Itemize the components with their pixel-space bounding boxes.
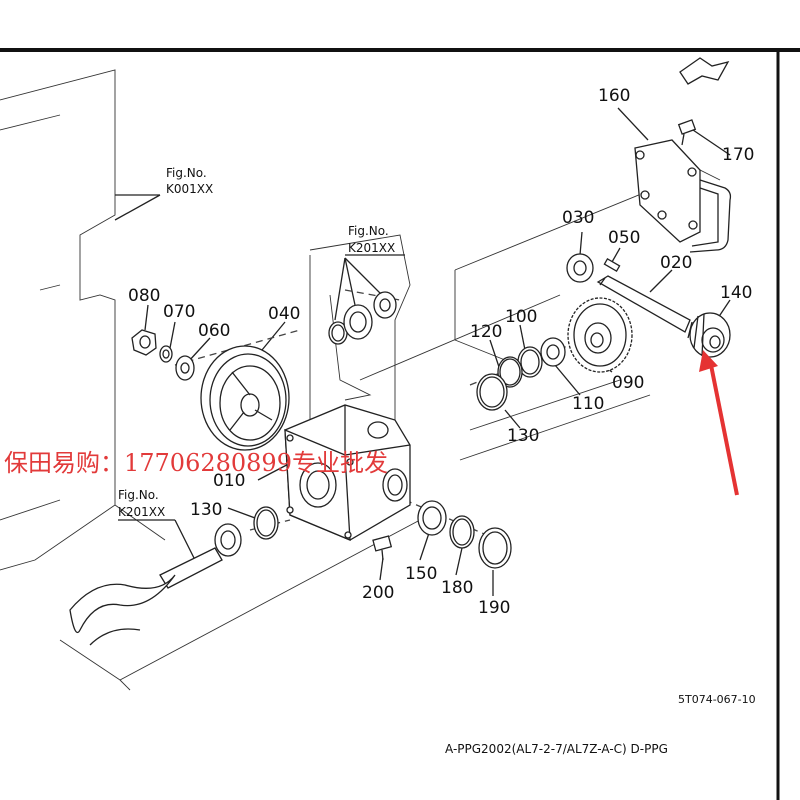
fig-ref-k201-left-line2: K201XX: [118, 505, 165, 519]
label-130-left: 130: [190, 500, 222, 520]
bearing-110: [540, 337, 566, 367]
ring-100: [517, 346, 543, 378]
fig-ref-k201-top-line2: K201XX: [348, 241, 395, 255]
label-030: 030: [562, 208, 594, 228]
bevel-gear-140: [687, 312, 731, 358]
label-200: 200: [362, 583, 394, 603]
fig-ref-k001-line2: K001XX: [166, 182, 213, 196]
bearing-k201-left: [214, 523, 242, 557]
bolt-200: [372, 535, 393, 561]
label-090: 090: [612, 373, 644, 393]
label-190: 190: [478, 598, 510, 618]
annotation-arrow-icon: [699, 350, 739, 496]
oil-seal-150: [417, 500, 447, 536]
fig-ref-k201-left-line1: Fig.No.: [118, 488, 159, 502]
leader-lines: [114, 107, 731, 596]
bolt-170: [677, 119, 697, 146]
cover-plate-160: [634, 139, 732, 253]
bearing-set-k201-top: [328, 291, 397, 345]
gear-090: [567, 297, 633, 373]
snap-ring-180: [449, 515, 475, 549]
watermark-text: 保田易购：17706280899专业批发: [4, 449, 388, 477]
label-020: 020: [660, 253, 692, 273]
label-160: 160: [598, 86, 630, 106]
direction-arrow-icon: [679, 57, 730, 85]
washer-060: [175, 355, 195, 381]
label-040: 040: [268, 304, 300, 324]
key-050: [603, 258, 621, 272]
auger-shaft: [69, 547, 223, 646]
label-180: 180: [441, 578, 473, 598]
snap-ring-130-left: [253, 506, 279, 540]
ring-120: [497, 356, 523, 388]
label-060: 060: [198, 321, 230, 341]
washer-070: [159, 345, 173, 363]
gearbox-housing-010: [284, 404, 411, 541]
label-170: 170: [722, 145, 754, 165]
fig-ref-k201-top-line1: Fig.No.: [348, 224, 389, 238]
label-100: 100: [505, 307, 537, 327]
label-080: 080: [128, 286, 160, 306]
label-070: 070: [163, 302, 195, 322]
snap-ring-130-top: [476, 373, 508, 411]
shaft-020: [596, 275, 691, 333]
label-130-top: 130: [507, 426, 539, 446]
drawing-code: 5T074-067-10: [678, 693, 756, 706]
bearing-030: [566, 253, 594, 283]
label-140: 140: [720, 283, 752, 303]
ring-190: [478, 527, 512, 569]
nut-080: [131, 329, 157, 356]
fig-ref-k001-line1: Fig.No.: [166, 166, 207, 180]
label-050: 050: [608, 228, 640, 248]
bottom-caption: A-PPG2002(AL7-2-7/AL7Z-A-C) D-PPG: [445, 742, 668, 756]
pulley-040: [200, 345, 290, 451]
label-110: 110: [572, 394, 604, 414]
label-150: 150: [405, 564, 437, 584]
label-120: 120: [470, 322, 502, 342]
label-010: 010: [213, 471, 245, 491]
